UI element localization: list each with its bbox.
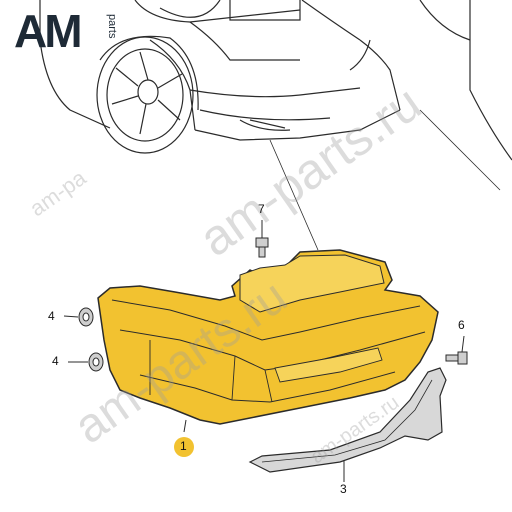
callout-7: 7 bbox=[258, 202, 265, 216]
rear-wheel bbox=[96, 35, 199, 154]
tail-lamp-lower-seam bbox=[139, 371, 396, 403]
callout-6: 6 bbox=[458, 318, 465, 332]
tail-lamp-top-housing bbox=[239, 254, 385, 313]
callout-1: 1 bbox=[180, 439, 187, 453]
tail-lamp-reflector bbox=[274, 347, 383, 383]
reference-lines bbox=[269, 109, 501, 251]
callout-4a: 4 bbox=[48, 309, 55, 323]
brand-logo-subtext: parts bbox=[106, 14, 118, 39]
callout-leaders bbox=[63, 220, 465, 482]
tail-lamp-body bbox=[97, 249, 439, 425]
screw-6 bbox=[445, 351, 468, 365]
trim-strip bbox=[248, 367, 447, 473]
brand-logo: AM bbox=[14, 5, 83, 57]
callout-4b: 4 bbox=[52, 354, 59, 368]
tail-lamp bbox=[97, 249, 439, 425]
callout-3: 3 bbox=[340, 482, 347, 496]
tail-lamp-upper-seam bbox=[111, 299, 421, 341]
nut-4b bbox=[88, 352, 104, 372]
tail-lamp-divider-lines bbox=[149, 340, 273, 403]
car-rear-outline bbox=[39, 0, 512, 161]
callout-1-highlight bbox=[174, 437, 194, 457]
nut-4a bbox=[78, 307, 94, 327]
